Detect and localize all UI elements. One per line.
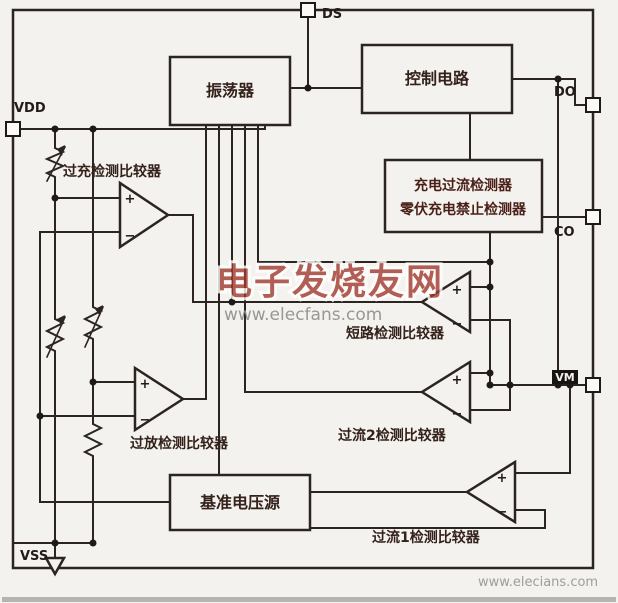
watermark-url: www.elecfans.com — [224, 305, 382, 325]
control-block — [360, 43, 514, 115]
plus-sign: + — [125, 192, 136, 207]
control-label: 控制电路 — [405, 69, 470, 88]
overcharge-label: 过充检测比较器 — [63, 163, 162, 180]
overdischarge-comparator — [133, 365, 186, 433]
resistor — [82, 302, 104, 344]
watermark-corner: www.elecians.com — [478, 575, 598, 590]
current-detector-label-1: 充电过流检测器 — [414, 177, 513, 194]
overcurrent1-label: 过流1检测比较器 — [372, 529, 481, 546]
current-detector-block — [383, 158, 544, 234]
resistor-arrowhead — [57, 145, 65, 156]
pin-vm-pad — [585, 377, 601, 393]
pin-ds-label: DS — [322, 7, 342, 22]
comparator-signs: + − + − + − + − + − — [125, 192, 508, 520]
overcurrent1-comparator — [464, 459, 517, 525]
plus-sign: + — [452, 373, 463, 388]
overcurrent2-label: 过流2检测比较器 — [338, 427, 447, 444]
pin-vss-label: VSS — [20, 549, 48, 564]
wire — [39, 231, 171, 503]
wire — [514, 384, 571, 474]
resistor-arrowhead — [57, 315, 65, 326]
overdischarge-label: 过放检测比较器 — [130, 435, 229, 452]
wire — [257, 124, 491, 263]
wire — [309, 509, 546, 529]
current-detector-label-2: 零伏充电禁止检测器 — [399, 201, 527, 218]
reference-label: 基准电压源 — [199, 493, 280, 512]
minus-sign: − — [125, 229, 136, 244]
resistor-divider — [44, 144, 105, 461]
pin-ds-pad — [300, 2, 316, 18]
wire — [167, 214, 233, 303]
pin-vm-label: VM — [555, 371, 574, 384]
wires — [12, 16, 587, 559]
resistor — [82, 419, 104, 461]
oscillator-label: 振荡器 — [206, 81, 255, 100]
pin-do-label: DO — [554, 85, 576, 100]
watermark-title: 电子发烧友网 — [216, 262, 444, 303]
pin-vm-tag — [552, 370, 578, 384]
plus-sign: + — [497, 471, 508, 486]
overcurrent2-comparator — [419, 359, 472, 425]
minus-sign: − — [140, 413, 151, 428]
junction-dots — [36, 75, 574, 547]
resistor-arrowhead — [95, 305, 103, 316]
ground-icon — [43, 556, 67, 577]
overcharge-comparator — [118, 180, 171, 250]
plus-sign: + — [452, 283, 463, 298]
wire — [511, 78, 587, 106]
resistor — [44, 314, 66, 356]
resistor — [44, 144, 66, 181]
oscillator-block — [168, 55, 292, 127]
scan-edge-artifact — [2, 597, 616, 602]
pin-co-pad — [585, 209, 601, 225]
minus-sign: − — [452, 407, 463, 422]
pin-do-pad — [585, 97, 601, 113]
reference-block — [168, 473, 312, 532]
short-circuit-label: 短路检测比较器 — [346, 325, 445, 342]
plus-sign: + — [140, 377, 151, 392]
minus-sign: − — [497, 505, 508, 520]
pin-vdd-label: VDD — [14, 101, 46, 116]
minus-sign: − — [452, 317, 463, 332]
short-circuit-comparator — [419, 269, 472, 335]
pin-co-label: CO — [554, 225, 575, 240]
pin-vdd-pad — [5, 121, 21, 137]
